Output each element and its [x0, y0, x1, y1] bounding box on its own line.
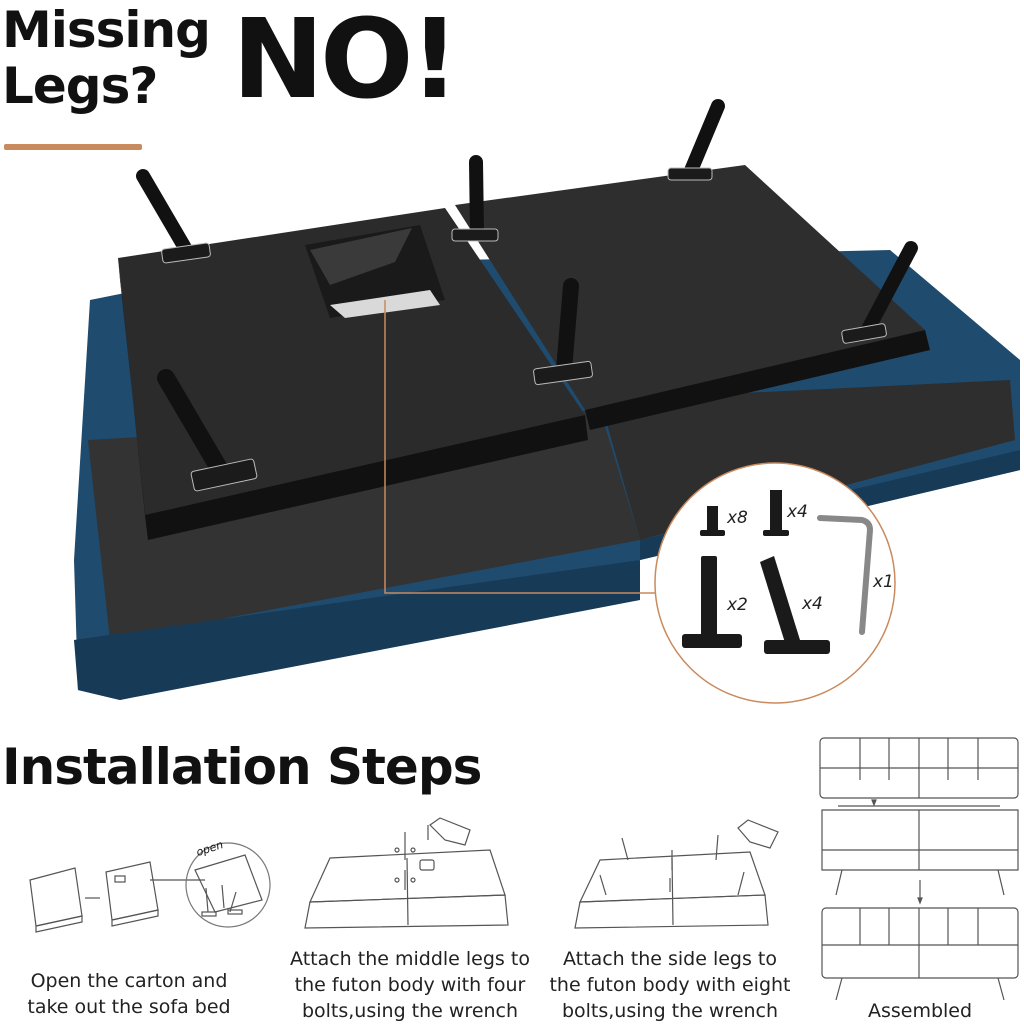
part-qty-medium-leg: x4	[787, 502, 808, 522]
left-panel	[118, 208, 588, 540]
headline-answer: NO!	[232, 0, 460, 123]
headline-question: Missing Legs?	[2, 1, 211, 115]
medium-leg-part	[770, 490, 782, 532]
step2-caption: Attach the middle legs to the futon body…	[270, 946, 550, 1024]
step4-caption: Assembled	[867, 1000, 973, 1022]
accent-underline	[4, 144, 142, 150]
allen-wrench-part	[817, 515, 874, 635]
parts-group	[682, 490, 874, 654]
step1-drawing	[29, 842, 271, 933]
headline-line2: Legs?	[2, 57, 158, 115]
step3-line1: Attach the side legs to	[563, 948, 777, 970]
step3-line2: the futon body with eight	[549, 974, 791, 996]
step4-drawing	[819, 737, 1019, 1001]
leg-plates	[161, 167, 887, 492]
part-qty-straight-leg: x2	[727, 595, 748, 615]
steps-title: Installation Steps	[2, 738, 482, 796]
short-leg-part	[707, 506, 718, 532]
step2-drawing	[304, 817, 509, 929]
step3-line3: bolts,using the wrench	[561, 1000, 779, 1022]
mounted-legs	[136, 99, 918, 479]
headline-line1: Missing	[2, 1, 211, 59]
step2-line1: Attach the middle legs to	[290, 948, 530, 970]
part-qty-angled-leg: x4	[802, 594, 823, 614]
step2-line2: the futon body with four	[294, 974, 526, 996]
straight-leg-part	[701, 556, 717, 638]
callout-line	[384, 300, 660, 594]
step1-caption: Open the carton and take out the sofa be…	[0, 968, 258, 1020]
step1-line1: Open the carton and	[30, 970, 228, 992]
step1-line2: take out the sofa bed	[27, 996, 231, 1018]
step2-line3: bolts,using the wrench	[301, 1000, 519, 1022]
part-qty-wrench: x1	[873, 572, 894, 592]
angled-leg-part	[760, 556, 800, 646]
step3-caption: Attach the side legs to the futon body w…	[535, 946, 805, 1024]
part-qty-short-leg: x8	[727, 508, 748, 528]
step3-drawing	[574, 819, 779, 929]
